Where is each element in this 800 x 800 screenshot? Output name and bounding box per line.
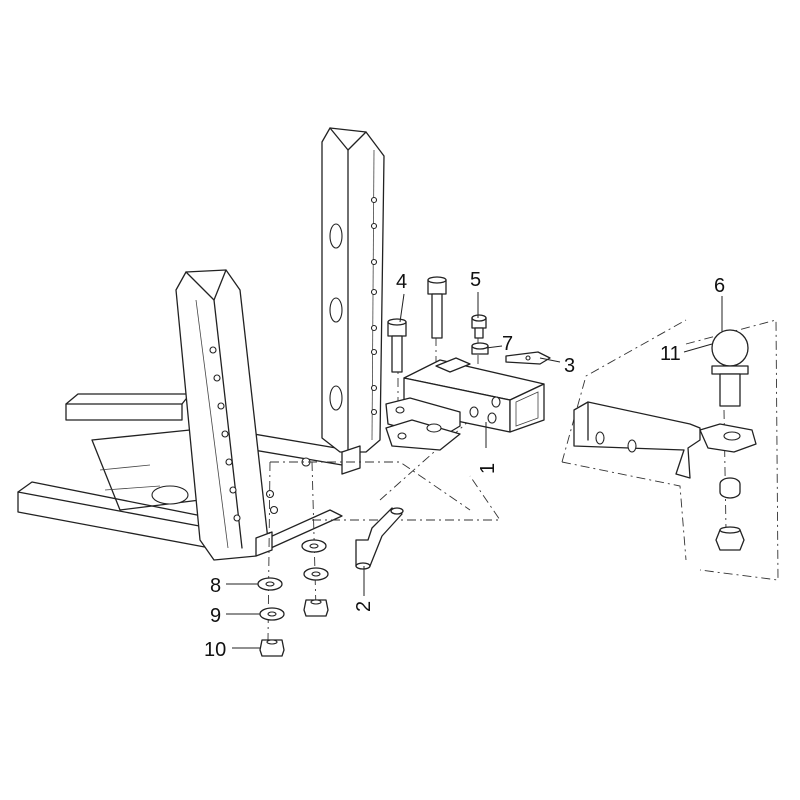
callout-5: 5 [470,269,481,291]
left-upright-post [175,269,279,561]
callout-1: 1 [477,463,499,474]
callout-7: 7 [502,333,513,355]
part-6-ball-mount [573,401,757,551]
callout-11: 11 [660,343,681,365]
washers-and-nuts-stack [257,539,329,657]
callout-9: 9 [210,605,221,627]
part-3-spring-clip [505,351,551,365]
callout-6: 6 [714,275,725,297]
part-2-hitch-pin [355,507,404,570]
callout-8: 8 [210,575,221,597]
part-11-hitch-ball [711,329,749,407]
part-1-receiver-bracket [385,357,545,451]
part-7-nut [471,342,489,355]
callout-10: 10 [204,639,226,661]
frame-base-rails [17,393,349,553]
callout-leaders [226,292,723,649]
floor-plate-hole [151,485,189,505]
callout-2: 2 [353,601,375,612]
part-4-long-bolts [387,276,447,373]
part-5-short-bolt [471,314,487,339]
callout-4: 4 [396,271,407,293]
callout-3: 3 [564,355,575,377]
right-upright-post [301,127,385,475]
